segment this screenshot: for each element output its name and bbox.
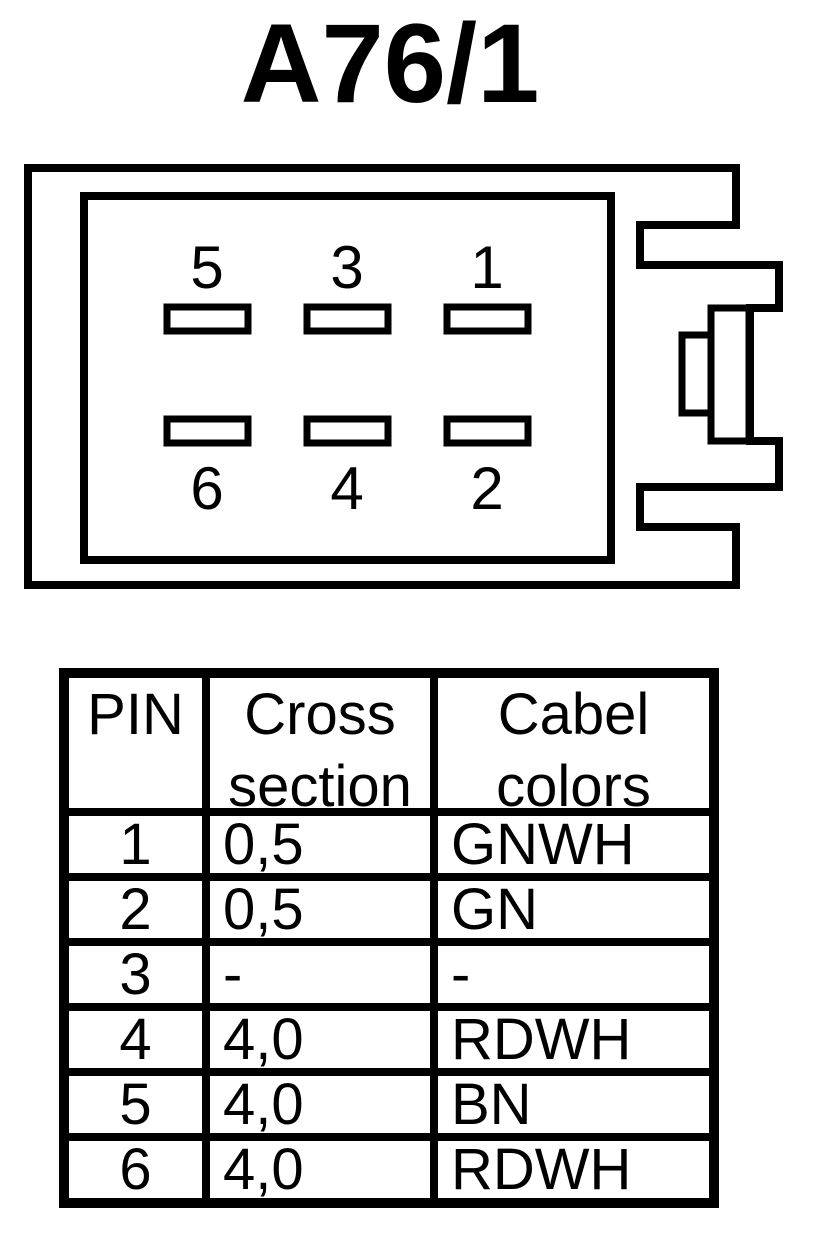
cable-color-cell: RDWH (438, 1011, 709, 1068)
header-cell-cable-colors: Cabel colors (438, 678, 709, 808)
cross-section-cell: 4,0 (210, 1076, 430, 1133)
pin-label-6: 6 (190, 455, 224, 522)
header-cell-cross-section: Cross section (210, 678, 430, 808)
pin-label-3: 3 (330, 234, 364, 301)
latch-slot (707, 304, 753, 445)
cross-section-cell: - (210, 946, 430, 1003)
pin-label-5: 5 (190, 234, 224, 301)
page-title: A76/1 (240, 1, 540, 126)
cable-color-cell: RDWH (438, 1141, 709, 1198)
cross-section-cell: 4,0 (210, 1141, 430, 1198)
cable-color-cell: - (438, 946, 709, 1003)
pin-cell: 4 (69, 1011, 202, 1068)
header-cell-pin: PIN (69, 678, 202, 808)
latch-bump (678, 331, 715, 417)
pin-label-2: 2 (470, 455, 504, 522)
cross-section-cell: 0,5 (210, 881, 430, 938)
cross-section-cell: 4,0 (210, 1011, 430, 1068)
pin-table: PIN Cross section Cabel colors 1 0,5 GNW… (59, 668, 719, 1208)
pin-slot-4 (303, 415, 392, 447)
pin-label-1: 1 (470, 234, 504, 301)
pin-cell: 5 (69, 1076, 202, 1133)
connector-inner-wall (80, 192, 615, 564)
cross-section-cell: 0,5 (210, 816, 430, 873)
cable-color-cell: GN (438, 881, 709, 938)
pin-cell: 2 (69, 881, 202, 938)
pin-slot-5 (163, 303, 252, 335)
pin-slot-6 (163, 415, 252, 447)
pin-cell: 1 (69, 816, 202, 873)
connector-outer-outline (24, 164, 783, 589)
pin-slot-3 (303, 303, 392, 335)
pin-cell: 6 (69, 1141, 202, 1198)
cable-color-cell: BN (438, 1076, 709, 1133)
pin-slot-2 (443, 415, 532, 447)
pin-slot-1 (443, 303, 532, 335)
pin-cell: 3 (69, 946, 202, 1003)
connector-diagram (24, 164, 783, 589)
pin-label-4: 4 (330, 455, 364, 522)
cable-color-cell: GNWH (438, 816, 709, 873)
